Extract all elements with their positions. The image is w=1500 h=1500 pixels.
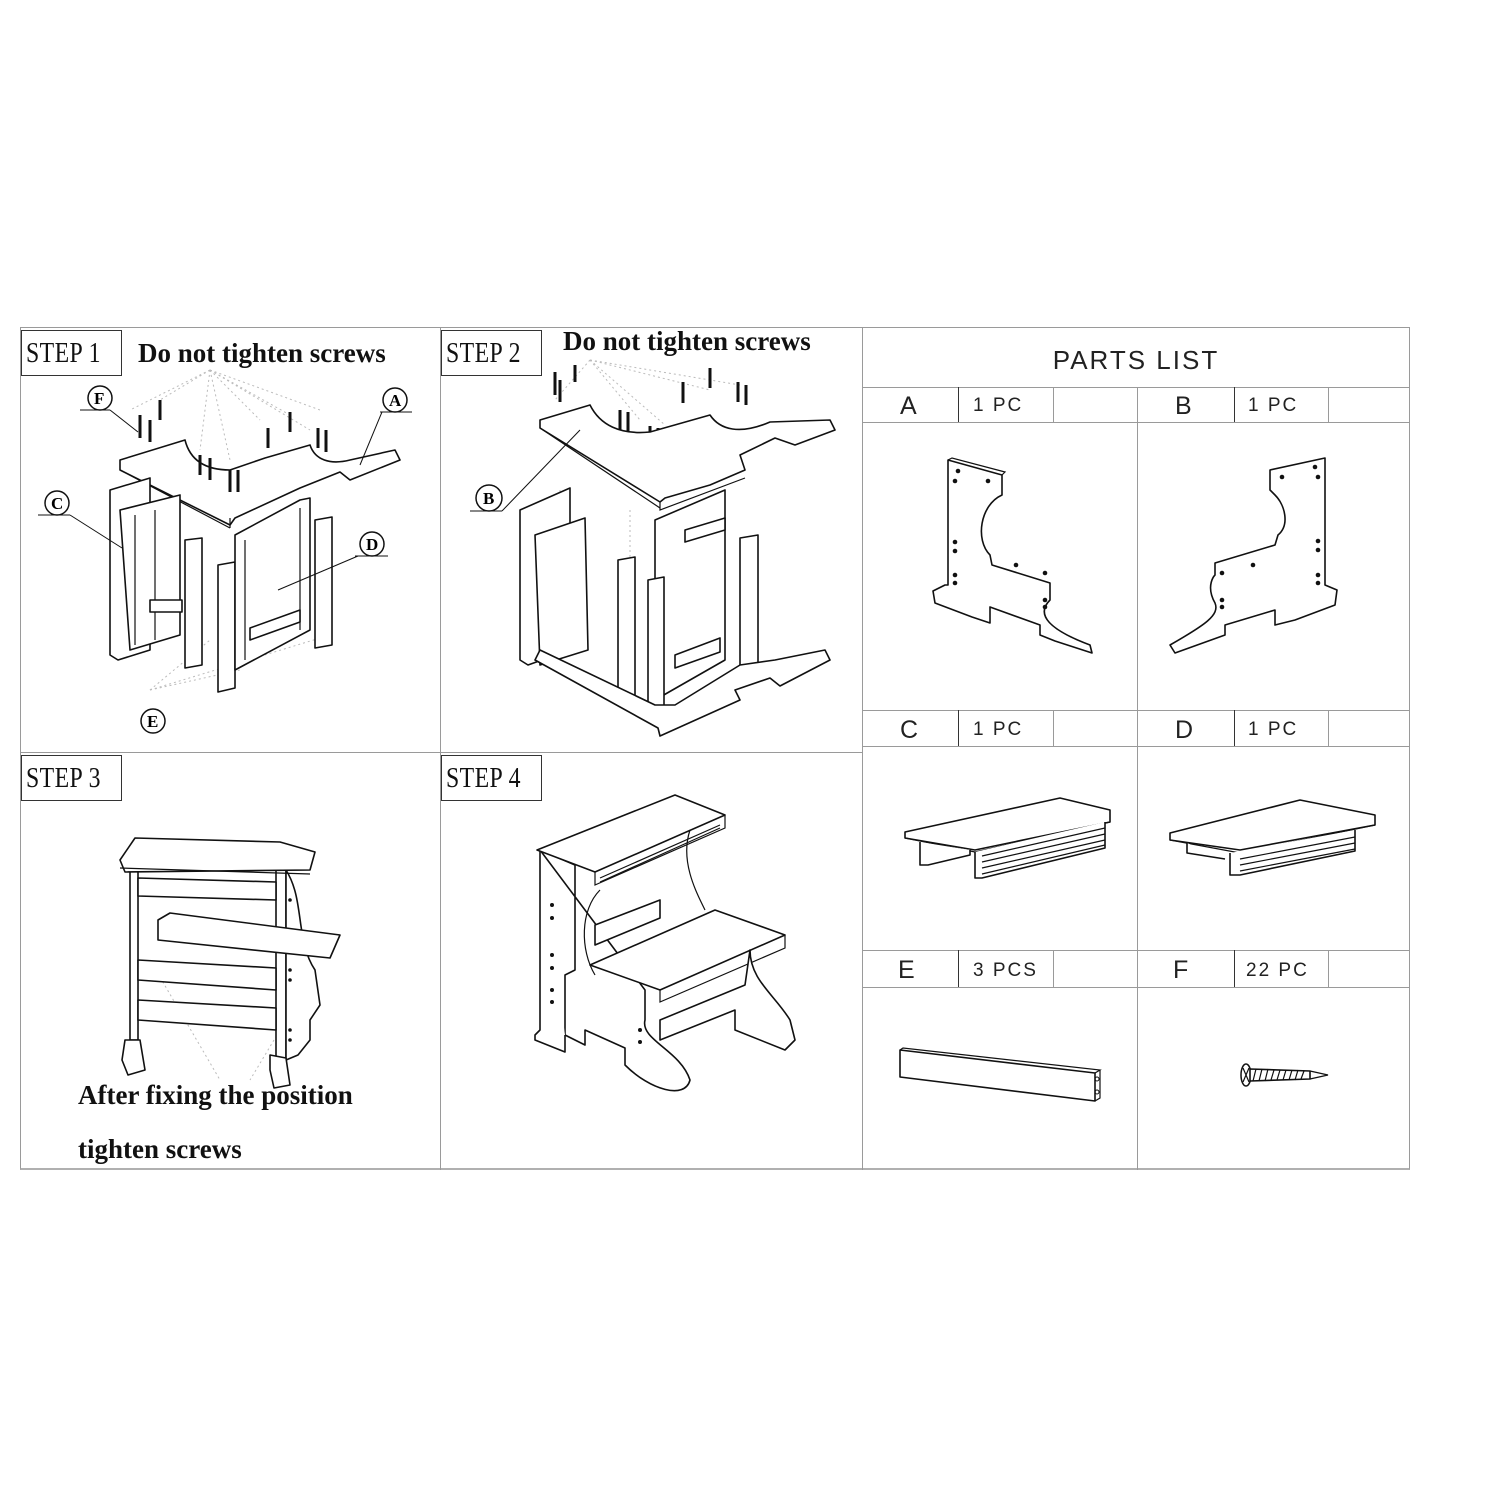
svg-text:C: C bbox=[51, 494, 63, 513]
step-4-assembled-stool-icon bbox=[534, 794, 796, 1092]
part-c-qty: 1 PC bbox=[973, 719, 1024, 740]
step-3-assembled-side-view-icon bbox=[119, 837, 341, 1089]
svg-text:B: B bbox=[483, 489, 494, 508]
grid-divider bbox=[440, 327, 441, 1170]
grid-divider bbox=[1053, 950, 1054, 987]
svg-text:E: E bbox=[147, 712, 158, 731]
part-a-qty: 1 PC bbox=[973, 395, 1024, 416]
grid-divider bbox=[862, 327, 863, 1170]
rail-bar-icon bbox=[899, 1047, 1102, 1102]
grid-divider bbox=[958, 387, 959, 422]
part-f-qty: 22 PC bbox=[1246, 960, 1309, 981]
svg-text:D: D bbox=[366, 535, 378, 554]
grid-divider bbox=[1328, 387, 1329, 422]
instruction-sheet-frame bbox=[20, 327, 1410, 1170]
step-3-note-line-1: After fixing the position bbox=[78, 1080, 353, 1110]
grid-divider bbox=[862, 422, 1410, 423]
part-d-letter: D bbox=[1175, 716, 1194, 744]
grid-divider bbox=[1234, 950, 1235, 987]
screw-icon bbox=[1240, 1063, 1329, 1087]
step-2-note: Do not tighten screws bbox=[563, 326, 811, 356]
step-1-note: Do not tighten screws bbox=[138, 338, 386, 368]
grid-divider bbox=[1234, 387, 1235, 422]
callout-f: F bbox=[94, 389, 104, 408]
step-4-badge: STEP 4 bbox=[441, 755, 542, 801]
grid-divider bbox=[862, 950, 1410, 951]
grid-divider bbox=[958, 710, 959, 746]
grid-divider bbox=[1137, 387, 1138, 1170]
grid-divider bbox=[958, 950, 959, 987]
part-c-letter: C bbox=[900, 716, 919, 744]
grid-divider bbox=[1328, 950, 1329, 987]
step-1-badge: STEP 1 bbox=[21, 330, 122, 376]
part-e-letter: E bbox=[898, 956, 915, 984]
side-panel-left-icon bbox=[932, 457, 1093, 654]
part-f-letter: F bbox=[1173, 956, 1189, 984]
side-panel-right-icon bbox=[1169, 457, 1338, 654]
part-b-letter: B bbox=[1175, 392, 1192, 420]
grid-divider bbox=[862, 746, 1410, 747]
grid-divider bbox=[1053, 710, 1054, 746]
step-2-badge: STEP 2 bbox=[441, 330, 542, 376]
grid-divider bbox=[1053, 387, 1054, 422]
grid-divider bbox=[1328, 710, 1329, 746]
grid-divider bbox=[862, 710, 1410, 711]
step-2-exploded-diagram-icon: B bbox=[470, 359, 836, 737]
part-a-letter: A bbox=[900, 392, 917, 420]
grid-divider bbox=[20, 752, 862, 753]
step-1-exploded-diagram-icon: F A C D E bbox=[38, 369, 412, 734]
lower-step-board-icon bbox=[1169, 799, 1376, 876]
svg-text:A: A bbox=[389, 391, 402, 410]
grid-divider bbox=[862, 387, 1410, 388]
part-b-qty: 1 PC bbox=[1248, 395, 1299, 416]
step-3-badge: STEP 3 bbox=[21, 755, 122, 801]
grid-divider bbox=[1234, 710, 1235, 746]
part-e-qty: 3 PCS bbox=[973, 960, 1038, 981]
parts-list-title: PARTS LIST bbox=[1052, 345, 1220, 375]
top-step-board-icon bbox=[904, 797, 1111, 879]
part-d-qty: 1 PC bbox=[1248, 719, 1299, 740]
grid-divider bbox=[862, 987, 1410, 988]
step-3-note-line-2: tighten screws bbox=[78, 1134, 242, 1164]
